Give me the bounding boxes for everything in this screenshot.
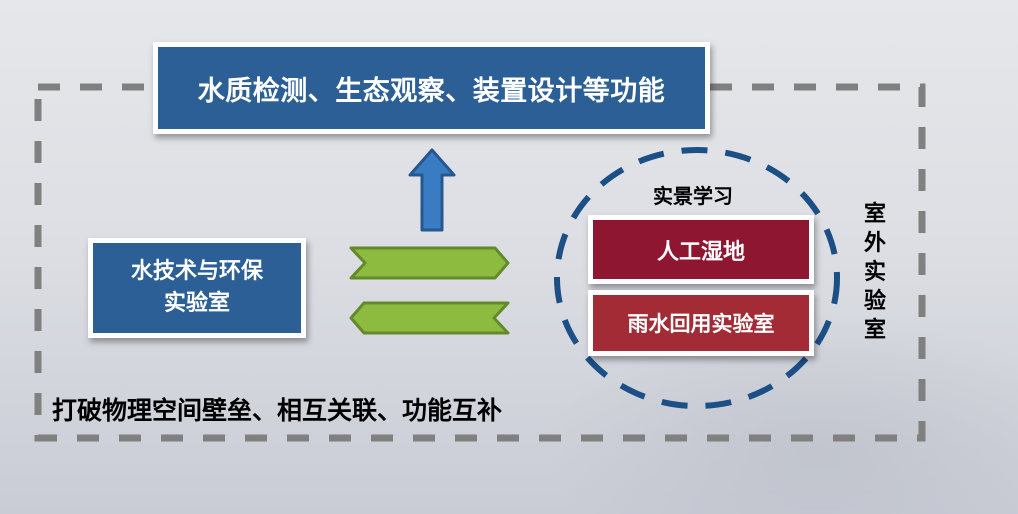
right-arrow-icon [349, 246, 510, 280]
left-arrow-icon [349, 301, 510, 335]
rainwater-box-text: 雨水回用实验室 [627, 312, 775, 336]
dashed-circle [554, 147, 840, 409]
rainwater-lab-box: 雨水回用实验室 [588, 290, 814, 356]
outdoor-lab-label: 室外实验室 [863, 202, 886, 343]
functions-box-text: 水质检测、生态观察、装置设计等功能 [197, 75, 666, 107]
wetland-box-text: 人工湿地 [656, 239, 745, 265]
up-arrow-icon [408, 148, 456, 232]
water-tech-lab-box: 水技术与环保 实验室 [88, 238, 306, 338]
lab-box-line1: 水技术与环保 [130, 259, 263, 284]
wetland-box: 人工湿地 [588, 215, 814, 284]
scene-learning-label: 实景学习 [653, 184, 733, 208]
lab-box-line2: 实验室 [163, 291, 230, 316]
bottom-caption: 打破物理空间壁垒、相互关联、功能互补 [52, 396, 503, 425]
functions-box: 水质检测、生态观察、装置设计等功能 [153, 42, 710, 134]
